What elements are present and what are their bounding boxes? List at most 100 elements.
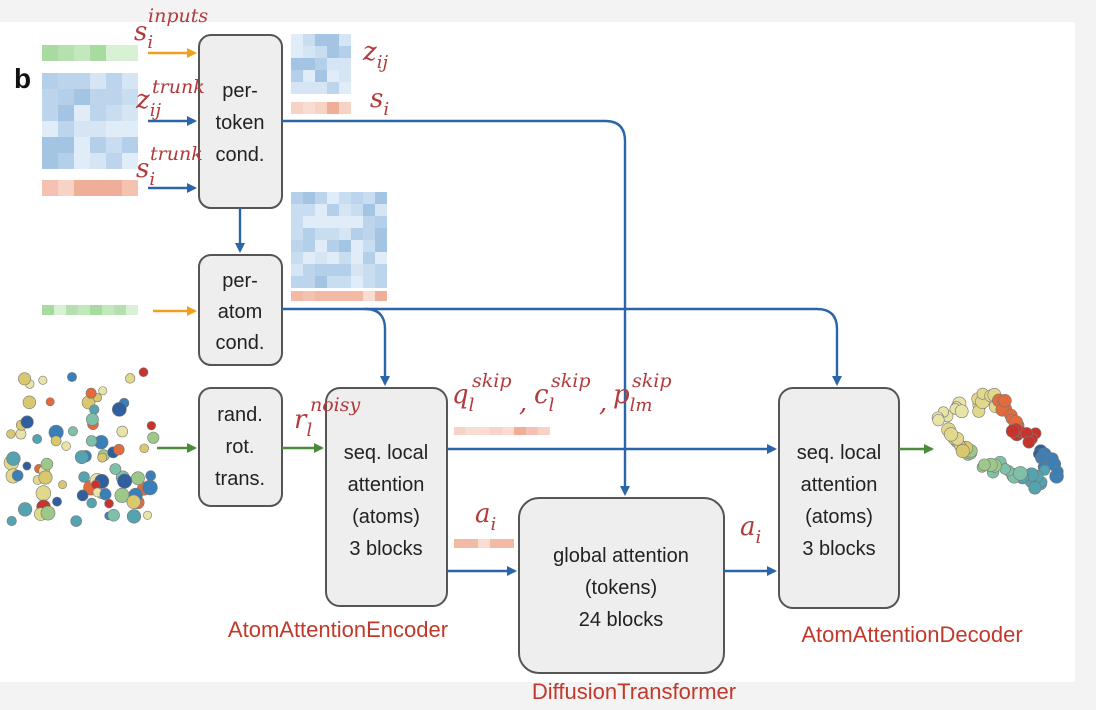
atom-sphere [107,509,120,522]
atom-sphere [6,451,21,466]
atom-sphere [89,404,100,415]
s-i-vector [291,102,351,114]
svg-text:rand.rot.trans.: rand.rot.trans. [215,404,265,490]
atom-sphere [145,470,156,481]
z-ij-matrix [291,34,351,94]
atom-sphere [104,498,114,509]
atom-sphere [35,485,52,501]
atom-sphere [58,480,67,490]
atom-sphere [11,469,24,482]
atom-cond-to-decoder-arrow [365,307,842,386]
atom-sphere [45,397,55,407]
atom-sphere [117,473,133,489]
s-inputs-label: siinputs [134,5,208,53]
atom-sphere [67,372,77,382]
atom-sphere [6,515,17,527]
atom-sphere [126,509,142,524]
atom-sphere [142,479,158,496]
atom-sphere [99,488,112,501]
atom-sphere [98,386,108,396]
atom-sphere [1005,424,1020,438]
atom-sphere [125,373,136,384]
a-i-vector [454,539,514,548]
denoised-atoms-cloud [931,387,1064,495]
panel-letter: b [14,63,31,94]
atom-sphere [86,413,99,426]
atom-sphere [138,367,149,377]
s-i-to-transformer-arrow [282,119,630,496]
atom-sphere [113,443,125,456]
atom-sphere [22,461,32,471]
atom-sphere [147,431,160,444]
atom-sphere [78,471,90,483]
atom-sphere [86,497,97,509]
atom-sphere [978,458,991,472]
s-inputs-vector [42,45,138,61]
atom-input-vector [42,305,138,315]
atom-single-vector [291,291,387,301]
decoder-label: AtomAttentionDecoder [801,622,1022,647]
svg-text:global attention(tokens)24 blo: global attention(tokens)24 blocks [553,545,689,631]
pair-atom-matrix [291,192,387,288]
z-trunk-matrix [42,73,138,169]
atom-sphere [70,515,82,527]
global-attention-box: global attention(tokens)24 blocks [518,497,725,674]
skip-label: qlskip , clskip , plmskip [452,364,672,418]
atom-sphere [955,444,970,459]
atom-sphere [97,452,108,463]
feature-tiles [42,34,550,548]
atom-sphere [18,372,31,386]
atom-sphere [74,450,89,464]
atom-sphere [998,394,1012,408]
atom-sphere [954,404,969,419]
atom-sphere [40,505,56,521]
arrows [148,48,934,576]
atom-sphere [1013,466,1028,481]
encoder-label: AtomAttentionEncoder [228,617,448,642]
atom-sphere [32,434,43,444]
atom-sphere [38,470,53,485]
atom-sphere [932,414,945,427]
atom-sphere [146,421,156,431]
atom-sphere [1051,465,1064,478]
atom-sphere [943,427,959,442]
atom-sphere [139,443,149,454]
noisy-atoms-cloud [3,367,160,527]
atom-sphere [116,425,129,438]
a-i-transformer-label: ai [740,512,761,548]
atom-sphere [131,471,145,486]
atom-sphere [6,429,16,439]
atom-sphere [76,489,89,502]
atom-sphere [85,435,98,447]
atom-sphere [85,387,97,399]
atom-sphere [126,494,141,509]
skip-vector [454,427,550,435]
atom-sphere [67,426,78,437]
atom-sphere [20,415,34,429]
atom-sphere [50,435,62,447]
atom-sphere [1022,435,1036,449]
a-i-encoder-label: ai [475,499,496,535]
atom-sphere [61,441,71,451]
atom-sphere [38,375,48,385]
atom-sphere [17,502,33,517]
z-ij-label: zij [362,37,388,73]
atom-sphere [109,463,122,475]
atom-sphere [112,402,127,417]
r-noisy-label: rlnoisy [294,394,361,441]
atom-sphere [1028,481,1042,495]
atom-sphere [143,510,153,520]
atom-sphere [22,395,37,409]
s-trunk-label: sitrunk [136,143,203,190]
z-trunk-label: zijtrunk [135,76,205,121]
